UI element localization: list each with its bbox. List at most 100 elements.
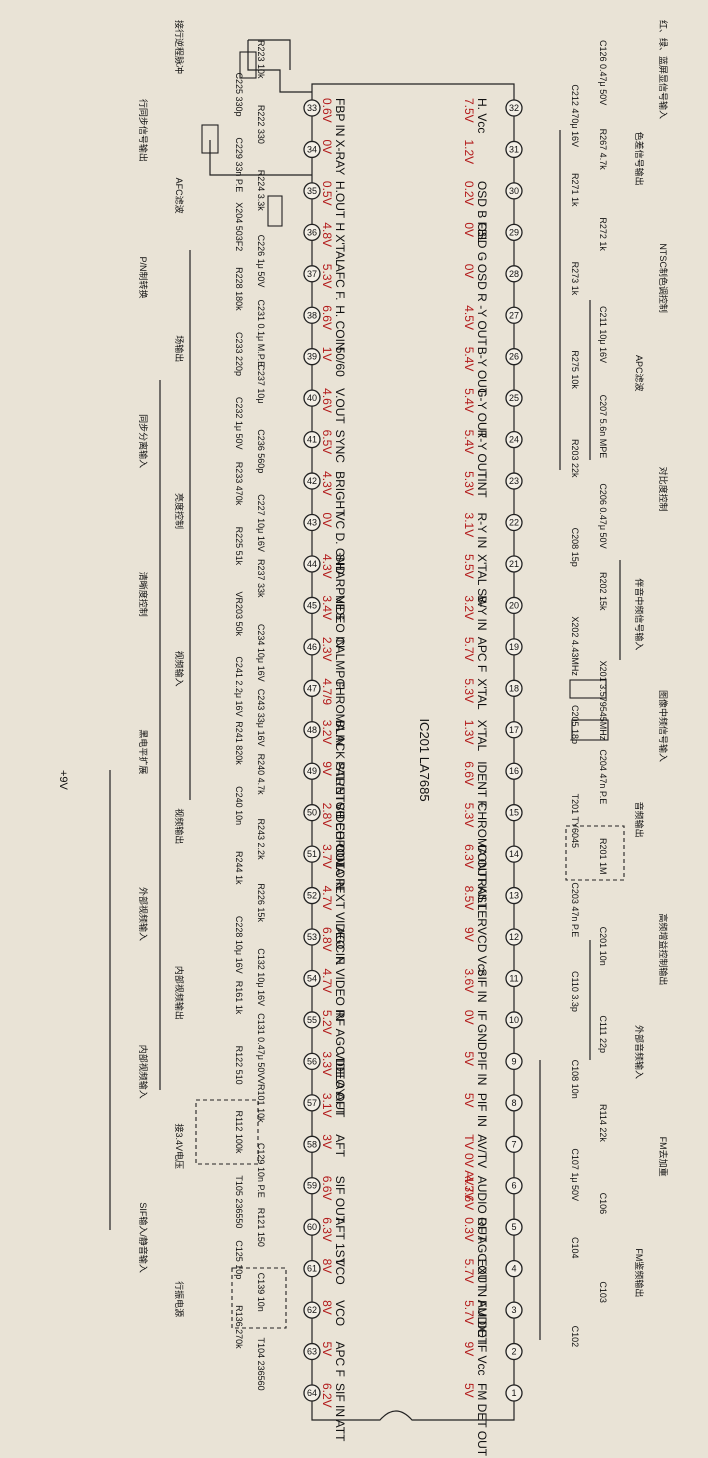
pin-number: 47 (307, 683, 317, 693)
pin-number: 36 (307, 227, 317, 237)
pin-name: OSD B FBL (475, 181, 489, 244)
pin-marker (505, 1011, 523, 1029)
component-label: C225 330p (234, 72, 244, 116)
pin-name: X'TAL (475, 678, 489, 710)
pin-voltage-group: 6.8V (320, 927, 334, 952)
pin-name: X'TAL SW (475, 554, 489, 608)
pin-name-group: X-RAY (333, 139, 347, 175)
annotation-label: 场输出 (174, 335, 185, 362)
pin-number: 24 (509, 435, 519, 445)
component-label-group: T105 236550 (234, 1175, 244, 1228)
component-label-group: C131 0.47μ 50V (256, 1013, 266, 1078)
component-label-group: X202 4.43MHz (570, 616, 580, 676)
pin-number: 26 (509, 352, 519, 362)
component-label: C212 470μ 16V (570, 84, 580, 147)
pin-marker (505, 1177, 523, 1195)
pin-name-group: R-Y IN (475, 513, 489, 549)
x201-crystal (571, 719, 609, 741)
component-label-group: R222 330 (256, 105, 266, 144)
pin-voltage-group: 3.2V (462, 595, 476, 620)
pin-name-group: PIF IN (475, 1051, 489, 1085)
component-label-group: R243 2.2k (256, 819, 266, 861)
component-label-group: C139 10n (256, 1273, 266, 1312)
pin-voltage: 5V (320, 1342, 334, 1357)
component-label-group: C241 2.2μ 16V (234, 656, 244, 716)
component-label: R271 1k (570, 173, 580, 207)
pin-voltage: 8.5V (462, 886, 476, 911)
component-label-group: C237 10μ (256, 364, 266, 403)
pin-name-group: X'TAL (475, 678, 489, 710)
pin-voltage: 4.5V (462, 305, 476, 330)
component-label-group: R202 15k (598, 572, 608, 611)
component-label: C204 47n P.E (598, 749, 608, 804)
pin-number: 59 (307, 1181, 317, 1191)
pin-number: 38 (307, 310, 317, 320)
pin-number: 6 (511, 1181, 516, 1191)
pin-voltage-group: 5V (320, 1342, 334, 1357)
pin-name-group: EXT VIDEO IN (333, 886, 347, 965)
pin-marker (303, 679, 321, 697)
pin-voltage-group: 5.4V (462, 347, 476, 372)
component-label: R112 100k (234, 1110, 244, 1153)
pin-voltage-group: 9V (462, 1342, 476, 1357)
pin-name-group: X'TAL SW (475, 554, 489, 608)
annotation-label-group: APC滤波 (634, 355, 645, 392)
pin-voltage-group: 3.7V (320, 844, 334, 869)
pin-name-group: FBP IN (333, 98, 347, 136)
pin-name-group: VCO (333, 1259, 347, 1285)
pin-number: 52 (307, 891, 317, 901)
pin-name-group: VCO (333, 1300, 347, 1326)
pin-number: 44 (307, 559, 317, 569)
pin-marker (505, 928, 523, 946)
annotation-label: 接3.4V电压 (174, 1124, 185, 1170)
pin-name-group: AFT (333, 1093, 347, 1116)
pin-voltage: 2.3V (320, 637, 334, 662)
annotation-label-group: 伴音中频信号输入 (634, 578, 645, 650)
pin-name-group: AUDIO OUT (475, 1176, 489, 1243)
pin-marker (303, 265, 321, 283)
pin-voltage-group: 3.6V (462, 968, 476, 993)
pin-number: 37 (307, 269, 317, 279)
pin-name: KILLER (475, 886, 489, 928)
pin-number: 23 (509, 476, 519, 486)
pin-voltage-group: 4.5V (462, 305, 476, 330)
annotation-label-group: 内部视频输出 (174, 966, 185, 1020)
pin-voltage-group: 3.2V (320, 720, 334, 745)
component-label-group: C208 15p (570, 528, 580, 567)
annotation-label: 对比度控制 (658, 467, 669, 512)
r222-resistor (201, 124, 219, 154)
pin-number: 57 (307, 1098, 317, 1108)
component-label-group: C108 10n (570, 1060, 580, 1099)
component-label: C132 10μ 16V (256, 948, 266, 1006)
component-label: C125 10p (234, 1240, 244, 1279)
pin-marker (505, 1135, 523, 1153)
pin-name: APC F (333, 1342, 347, 1377)
annotation-label: 伴音中频信号输入 (634, 578, 645, 650)
pin-voltage-group: 4.7/9 (320, 678, 334, 705)
component-label: C203 47n P.E (570, 882, 580, 937)
pin-22: 22R-Y IN3.1V (462, 513, 523, 549)
annotation-label: 音频输出 (634, 802, 645, 838)
pin-marker (505, 762, 523, 780)
pin-name: RF AGC DELAY (333, 1010, 347, 1096)
pin-voltage-group: 5.3V (462, 803, 476, 828)
pin-voltage: 6.8V (320, 927, 334, 952)
component-label-group: R223 10k (256, 40, 266, 79)
pin-name: VIDEO OUT (333, 1051, 347, 1118)
annotation-label-group: FM去加重 (658, 1137, 669, 1177)
pin-name-group: VC D. GND (333, 513, 347, 575)
pin-name-group: BLACK STRETCH (333, 720, 347, 819)
pin-voltage-group: 0V (462, 264, 476, 279)
pin-voltage: 0V (462, 264, 476, 279)
pin-name: OSD R (475, 264, 489, 302)
